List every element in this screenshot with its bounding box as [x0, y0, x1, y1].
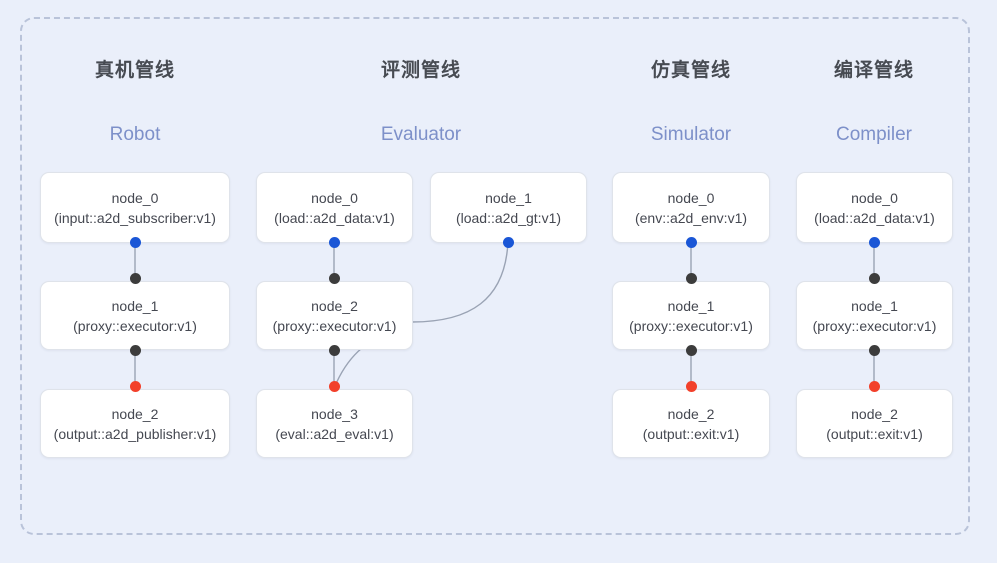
node-evaluator-gt[interactable]: node_1 (load::a2d_gt:v1)	[430, 172, 587, 243]
node-type: (proxy::executor:v1)	[812, 317, 937, 334]
node-type: (proxy::executor:v1)	[272, 317, 397, 334]
column-subtitle-robot: Robot	[109, 124, 161, 145]
port-out-evaluator-0[interactable]	[328, 237, 340, 248]
node-evaluator-3[interactable]: node_3 (eval::a2d_eval:v1)	[256, 389, 413, 458]
node-type: (output::exit:v1)	[826, 425, 923, 442]
port-out-evaluator-gt[interactable]	[502, 237, 514, 248]
node-type: (output::exit:v1)	[642, 425, 740, 442]
node-type: (output::a2d_publisher:v1)	[53, 425, 217, 442]
column-title-robot: 真机管线	[94, 60, 175, 81]
pipeline-column-simulator: 仿真管线 Simulator	[601, 55, 781, 146]
node-robot-0[interactable]: node_0 (input::a2d_subscriber:v1)	[40, 172, 230, 243]
node-name: node_1	[485, 189, 532, 206]
port-in-simulator-2[interactable]	[685, 380, 697, 392]
port-out-evaluator-2[interactable]	[328, 344, 340, 356]
node-evaluator-2[interactable]: node_2 (proxy::executor:v1)	[256, 281, 413, 350]
node-robot-2[interactable]: node_2 (output::a2d_publisher:v1)	[40, 389, 230, 458]
diagram-dashed-frame	[20, 17, 970, 535]
node-name: node_2	[667, 405, 715, 422]
pipeline-column-robot: 真机管线 Robot	[45, 55, 225, 146]
node-name: node_1	[111, 297, 159, 314]
port-in-compiler-2[interactable]	[868, 380, 880, 392]
node-type: (env::a2d_env:v1)	[634, 209, 748, 226]
node-compiler-2[interactable]: node_2 (output::exit:v1)	[796, 389, 953, 458]
column-subtitle-evaluator: Evaluator	[380, 124, 462, 145]
node-robot-1[interactable]: node_1 (proxy::executor:v1)	[40, 281, 230, 350]
node-compiler-1[interactable]: node_1 (proxy::executor:v1)	[796, 281, 953, 350]
node-type: (eval::a2d_eval:v1)	[275, 425, 394, 442]
node-type: (input::a2d_subscriber:v1)	[54, 209, 216, 226]
node-simulator-0[interactable]: node_0 (env::a2d_env:v1)	[612, 172, 770, 243]
node-name: node_3	[311, 405, 358, 422]
port-out-simulator-0[interactable]	[685, 237, 697, 248]
node-name: node_2	[851, 405, 898, 422]
port-out-simulator-1[interactable]	[685, 344, 697, 356]
node-name: node_1	[851, 297, 898, 314]
port-in-compiler-1[interactable]	[868, 272, 880, 284]
node-name: node_0	[311, 189, 358, 206]
node-type: (load::a2d_gt:v1)	[455, 209, 562, 226]
node-name: node_0	[111, 189, 159, 206]
port-out-compiler-0[interactable]	[868, 237, 880, 248]
node-evaluator-0[interactable]: node_0 (load::a2d_data:v1)	[256, 172, 413, 243]
node-simulator-1[interactable]: node_1 (proxy::executor:v1)	[612, 281, 770, 350]
node-type: (proxy::executor:v1)	[629, 317, 753, 334]
node-type: (load::a2d_data:v1)	[274, 209, 395, 226]
column-subtitle-compiler: Compiler	[835, 124, 913, 145]
port-out-robot-1[interactable]	[129, 344, 141, 356]
port-in-evaluator-2[interactable]	[328, 272, 340, 284]
column-title-compiler: 编译管线	[833, 60, 914, 81]
port-in-evaluator-3[interactable]	[328, 380, 340, 392]
port-in-simulator-1[interactable]	[685, 272, 697, 284]
node-compiler-0[interactable]: node_0 (load::a2d_data:v1)	[796, 172, 953, 243]
node-name: node_2	[311, 297, 358, 314]
port-in-robot-1[interactable]	[129, 272, 141, 284]
pipeline-column-compiler: 编译管线 Compiler	[784, 55, 964, 146]
node-simulator-2[interactable]: node_2 (output::exit:v1)	[612, 389, 770, 458]
column-title-simulator: 仿真管线	[650, 60, 731, 81]
node-name: node_0	[667, 189, 715, 206]
port-out-robot-0[interactable]	[129, 237, 141, 248]
pipeline-column-evaluator: 评测管线 Evaluator	[331, 55, 511, 146]
column-subtitle-simulator: Simulator	[650, 124, 732, 145]
node-type: (load::a2d_data:v1)	[814, 209, 935, 226]
node-name: node_1	[667, 297, 715, 314]
port-out-compiler-1[interactable]	[868, 344, 880, 356]
column-title-evaluator: 评测管线	[380, 60, 461, 81]
node-name: node_0	[851, 189, 898, 206]
node-type: (proxy::executor:v1)	[73, 317, 197, 334]
port-in-robot-2[interactable]	[129, 380, 141, 392]
node-name: node_2	[111, 405, 159, 422]
